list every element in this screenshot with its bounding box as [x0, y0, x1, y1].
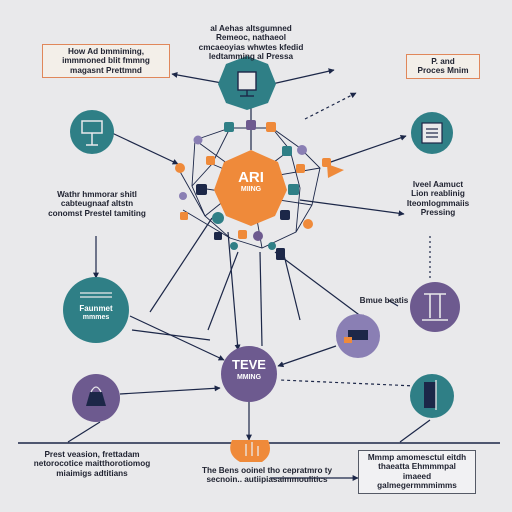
document-board-icon — [344, 330, 368, 343]
label-bottom-center: The Bens ooinel tho cepratmro ty secnoin… — [201, 466, 333, 485]
display-screen-icon — [237, 71, 257, 97]
network-node — [297, 145, 307, 155]
connector — [207, 251, 239, 331]
label-mid-right: Iveel Aamuct Lion reablinig Iteomlogmmai… — [406, 180, 470, 218]
connector — [399, 419, 431, 443]
bottom-right-node — [410, 374, 454, 418]
network-node — [175, 163, 185, 173]
label-bottom-right: Mmmp amomesctul eitdh thaeatta Ehmmmpal … — [358, 450, 476, 494]
label-top-left: How Ad bmmiming, immmoned blit fmmng mag… — [42, 44, 170, 79]
network-node — [266, 122, 276, 132]
connector — [277, 345, 337, 368]
network-node — [288, 184, 299, 195]
connector — [129, 315, 225, 361]
center-node-subtitle: MIING — [240, 186, 262, 193]
center-node — [214, 150, 287, 226]
connector — [324, 134, 407, 165]
bottom-center-node — [221, 346, 277, 402]
hand-icon — [245, 442, 259, 456]
presentation-board-icon — [81, 120, 103, 146]
connector — [149, 217, 213, 313]
top-left-node — [70, 110, 114, 154]
connector — [271, 68, 335, 85]
connector — [227, 231, 241, 351]
top-center-node — [218, 56, 276, 110]
network-node — [180, 212, 188, 220]
connector — [171, 72, 223, 84]
left-node-title: Faunmet — [79, 304, 113, 313]
bottom-left-node — [72, 374, 120, 422]
network-nodes — [175, 120, 331, 260]
flag-icon — [327, 164, 344, 178]
bottom-node-title: TEVE — [232, 357, 266, 372]
network-node — [296, 164, 305, 173]
laptop-icon — [424, 380, 437, 410]
center-node-title: ARI — [238, 169, 264, 186]
network-node — [196, 184, 207, 195]
bottom-node-subtitle: MMING — [236, 374, 262, 381]
network-node — [238, 230, 247, 239]
left-node-subtitle: mmmes — [82, 314, 110, 321]
network-node — [214, 232, 222, 240]
label-right-small: Bmue beatis — [359, 296, 409, 305]
right-node — [410, 282, 460, 332]
network-node — [212, 212, 224, 224]
label-bottom-left: Prest veasion, frettadam netorocotice ma… — [33, 450, 151, 478]
label-mid-left: Wathr hmmorar shitl cabteugnaaf altstn c… — [48, 190, 146, 218]
network-node — [276, 248, 285, 260]
podium-icon — [422, 293, 448, 321]
connector — [283, 254, 301, 321]
top-right-node — [411, 112, 453, 154]
network-node — [179, 192, 187, 200]
network-node — [224, 122, 234, 132]
network-node — [303, 219, 313, 229]
label-top-center: al Aehas altsgumned Remeoc, nathaeol cmc… — [198, 24, 304, 62]
connector — [304, 92, 357, 120]
label-top-right: P. and Proces Mnim — [406, 54, 480, 79]
connector — [279, 379, 417, 387]
connector — [299, 199, 405, 217]
connector — [274, 251, 367, 321]
network-node — [230, 242, 238, 250]
right-mid-node — [336, 314, 380, 358]
network-node — [282, 146, 292, 156]
network-node — [280, 210, 290, 220]
connector — [111, 132, 179, 165]
connector — [259, 251, 263, 347]
network-node — [193, 135, 203, 145]
connector — [387, 299, 399, 307]
handbag-icon — [86, 386, 106, 406]
bottom-hand-node — [230, 440, 270, 462]
network-node — [246, 120, 256, 130]
left-node — [63, 277, 129, 343]
connector — [119, 385, 221, 395]
network-node — [206, 156, 215, 165]
connector — [67, 421, 101, 443]
network-node — [268, 242, 276, 250]
network-node — [253, 231, 263, 241]
list-document-icon — [421, 122, 443, 144]
connector — [131, 329, 211, 341]
